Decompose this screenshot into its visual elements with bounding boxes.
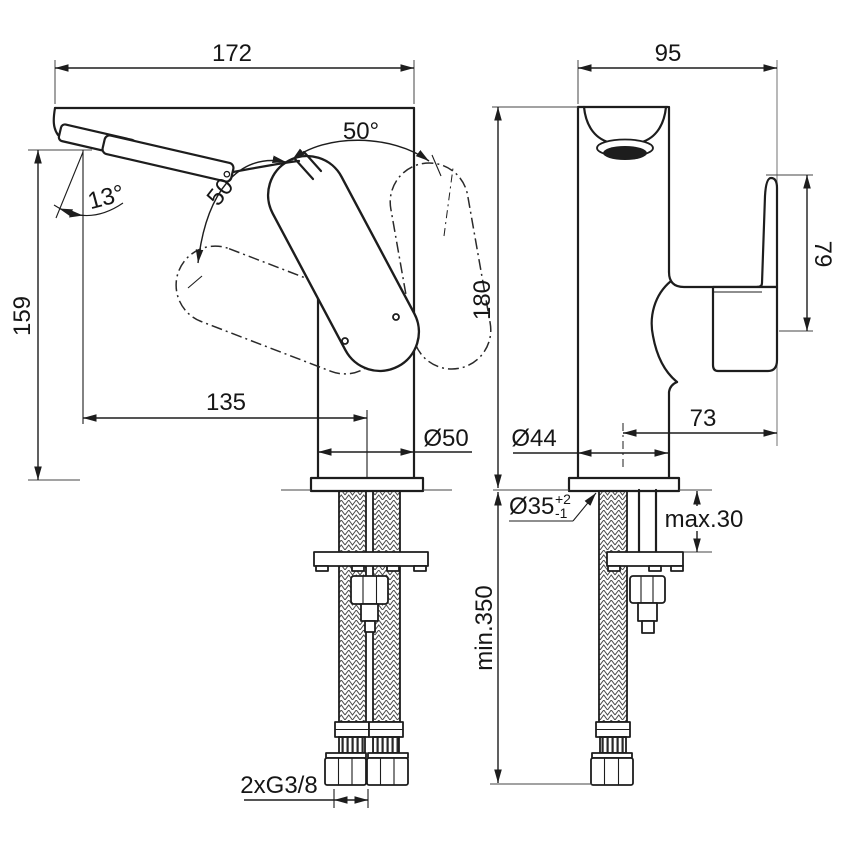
hose-hex-nut-1 xyxy=(324,757,367,786)
handle-dot-2 xyxy=(392,313,400,321)
dim-label-159: 159 xyxy=(9,296,36,336)
base-plate-left-view xyxy=(309,476,425,493)
dim-base-diameter-left: Ø50 xyxy=(318,425,472,456)
dim-label-95: 95 xyxy=(655,40,682,67)
dim-label-min350: min.350 xyxy=(471,585,498,670)
mounting-nut xyxy=(350,575,389,605)
dim-spout-height: 159 xyxy=(9,150,42,480)
dim-label-d44: Ø44 xyxy=(511,425,556,452)
dim-label-135: 135 xyxy=(206,389,246,416)
dim-label-79: 79 xyxy=(809,241,836,268)
dim-body-height: 180 xyxy=(469,106,578,488)
hose-hex-nut-front xyxy=(590,757,634,786)
left-view: 172 13° 159 xyxy=(9,40,492,808)
dim-handle-height: 79 xyxy=(766,174,836,332)
dim-label-13deg: 13° xyxy=(85,180,127,215)
mounting-clamp-front xyxy=(606,551,684,567)
handle-position-up xyxy=(389,162,492,370)
dim-base-diameter-front: Ø44 xyxy=(511,425,668,457)
handle-position-down xyxy=(175,245,385,375)
handle-phantom-positions xyxy=(175,162,492,375)
dim-label-73: 73 xyxy=(690,405,717,432)
faucet-front-profile xyxy=(576,105,764,480)
dim-label-50deg-right: 50° xyxy=(343,118,379,145)
dim-spout-reach: 135 xyxy=(83,389,368,489)
supply-hoses-side xyxy=(313,490,429,786)
handle-dot-1 xyxy=(341,337,349,345)
handle-neck xyxy=(293,157,315,181)
dim-deck-thickness: max.30 xyxy=(645,491,744,553)
dim-label-2xg38: 2xG3/8 xyxy=(240,772,317,799)
supply-hose-front xyxy=(590,488,684,786)
dim-handle-offset: 73 xyxy=(622,405,777,471)
aerator-face xyxy=(603,146,647,160)
dim-label-d50: Ø50 xyxy=(423,425,468,452)
mounting-stud-front xyxy=(637,602,658,622)
dim-hose-thread: 2xG3/8 xyxy=(240,772,369,808)
braided-hose-front xyxy=(598,490,628,723)
mounting-stud xyxy=(360,603,379,622)
hose-hex-nut-2 xyxy=(366,757,409,786)
handle-lever-side xyxy=(231,150,421,373)
handle-lever xyxy=(266,154,421,373)
aerator-side xyxy=(101,134,235,183)
right-view: 95 180 xyxy=(469,40,836,786)
base-plate-front-view xyxy=(567,476,681,493)
dim-hose-clearance: min.350 xyxy=(471,492,592,785)
dim-overall-width-front: 95 xyxy=(577,40,778,446)
cartridge-dome xyxy=(650,279,679,384)
handle-grip-front xyxy=(755,176,779,289)
spout-angle-13: 13° xyxy=(53,150,127,424)
dim-label-d35-minus: -1 xyxy=(555,505,568,521)
dim-label-172: 172 xyxy=(212,40,252,67)
dim-label-180: 180 xyxy=(469,280,496,320)
dim-label-d35-plus: +2 xyxy=(555,491,571,507)
dim-overall-width: 172 xyxy=(54,40,415,104)
handle-base-front xyxy=(711,285,779,373)
mounting-clamp xyxy=(313,551,429,567)
handle-front xyxy=(711,176,779,373)
mounting-nut-front xyxy=(629,575,666,604)
spout-cup xyxy=(582,105,668,145)
braided-hose-1 xyxy=(338,490,367,723)
dim-label-d35: Ø35 xyxy=(509,493,554,520)
dim-label-max30: max.30 xyxy=(665,506,744,533)
dim-hole-diameter: Ø35 +2 -1 xyxy=(509,491,597,522)
